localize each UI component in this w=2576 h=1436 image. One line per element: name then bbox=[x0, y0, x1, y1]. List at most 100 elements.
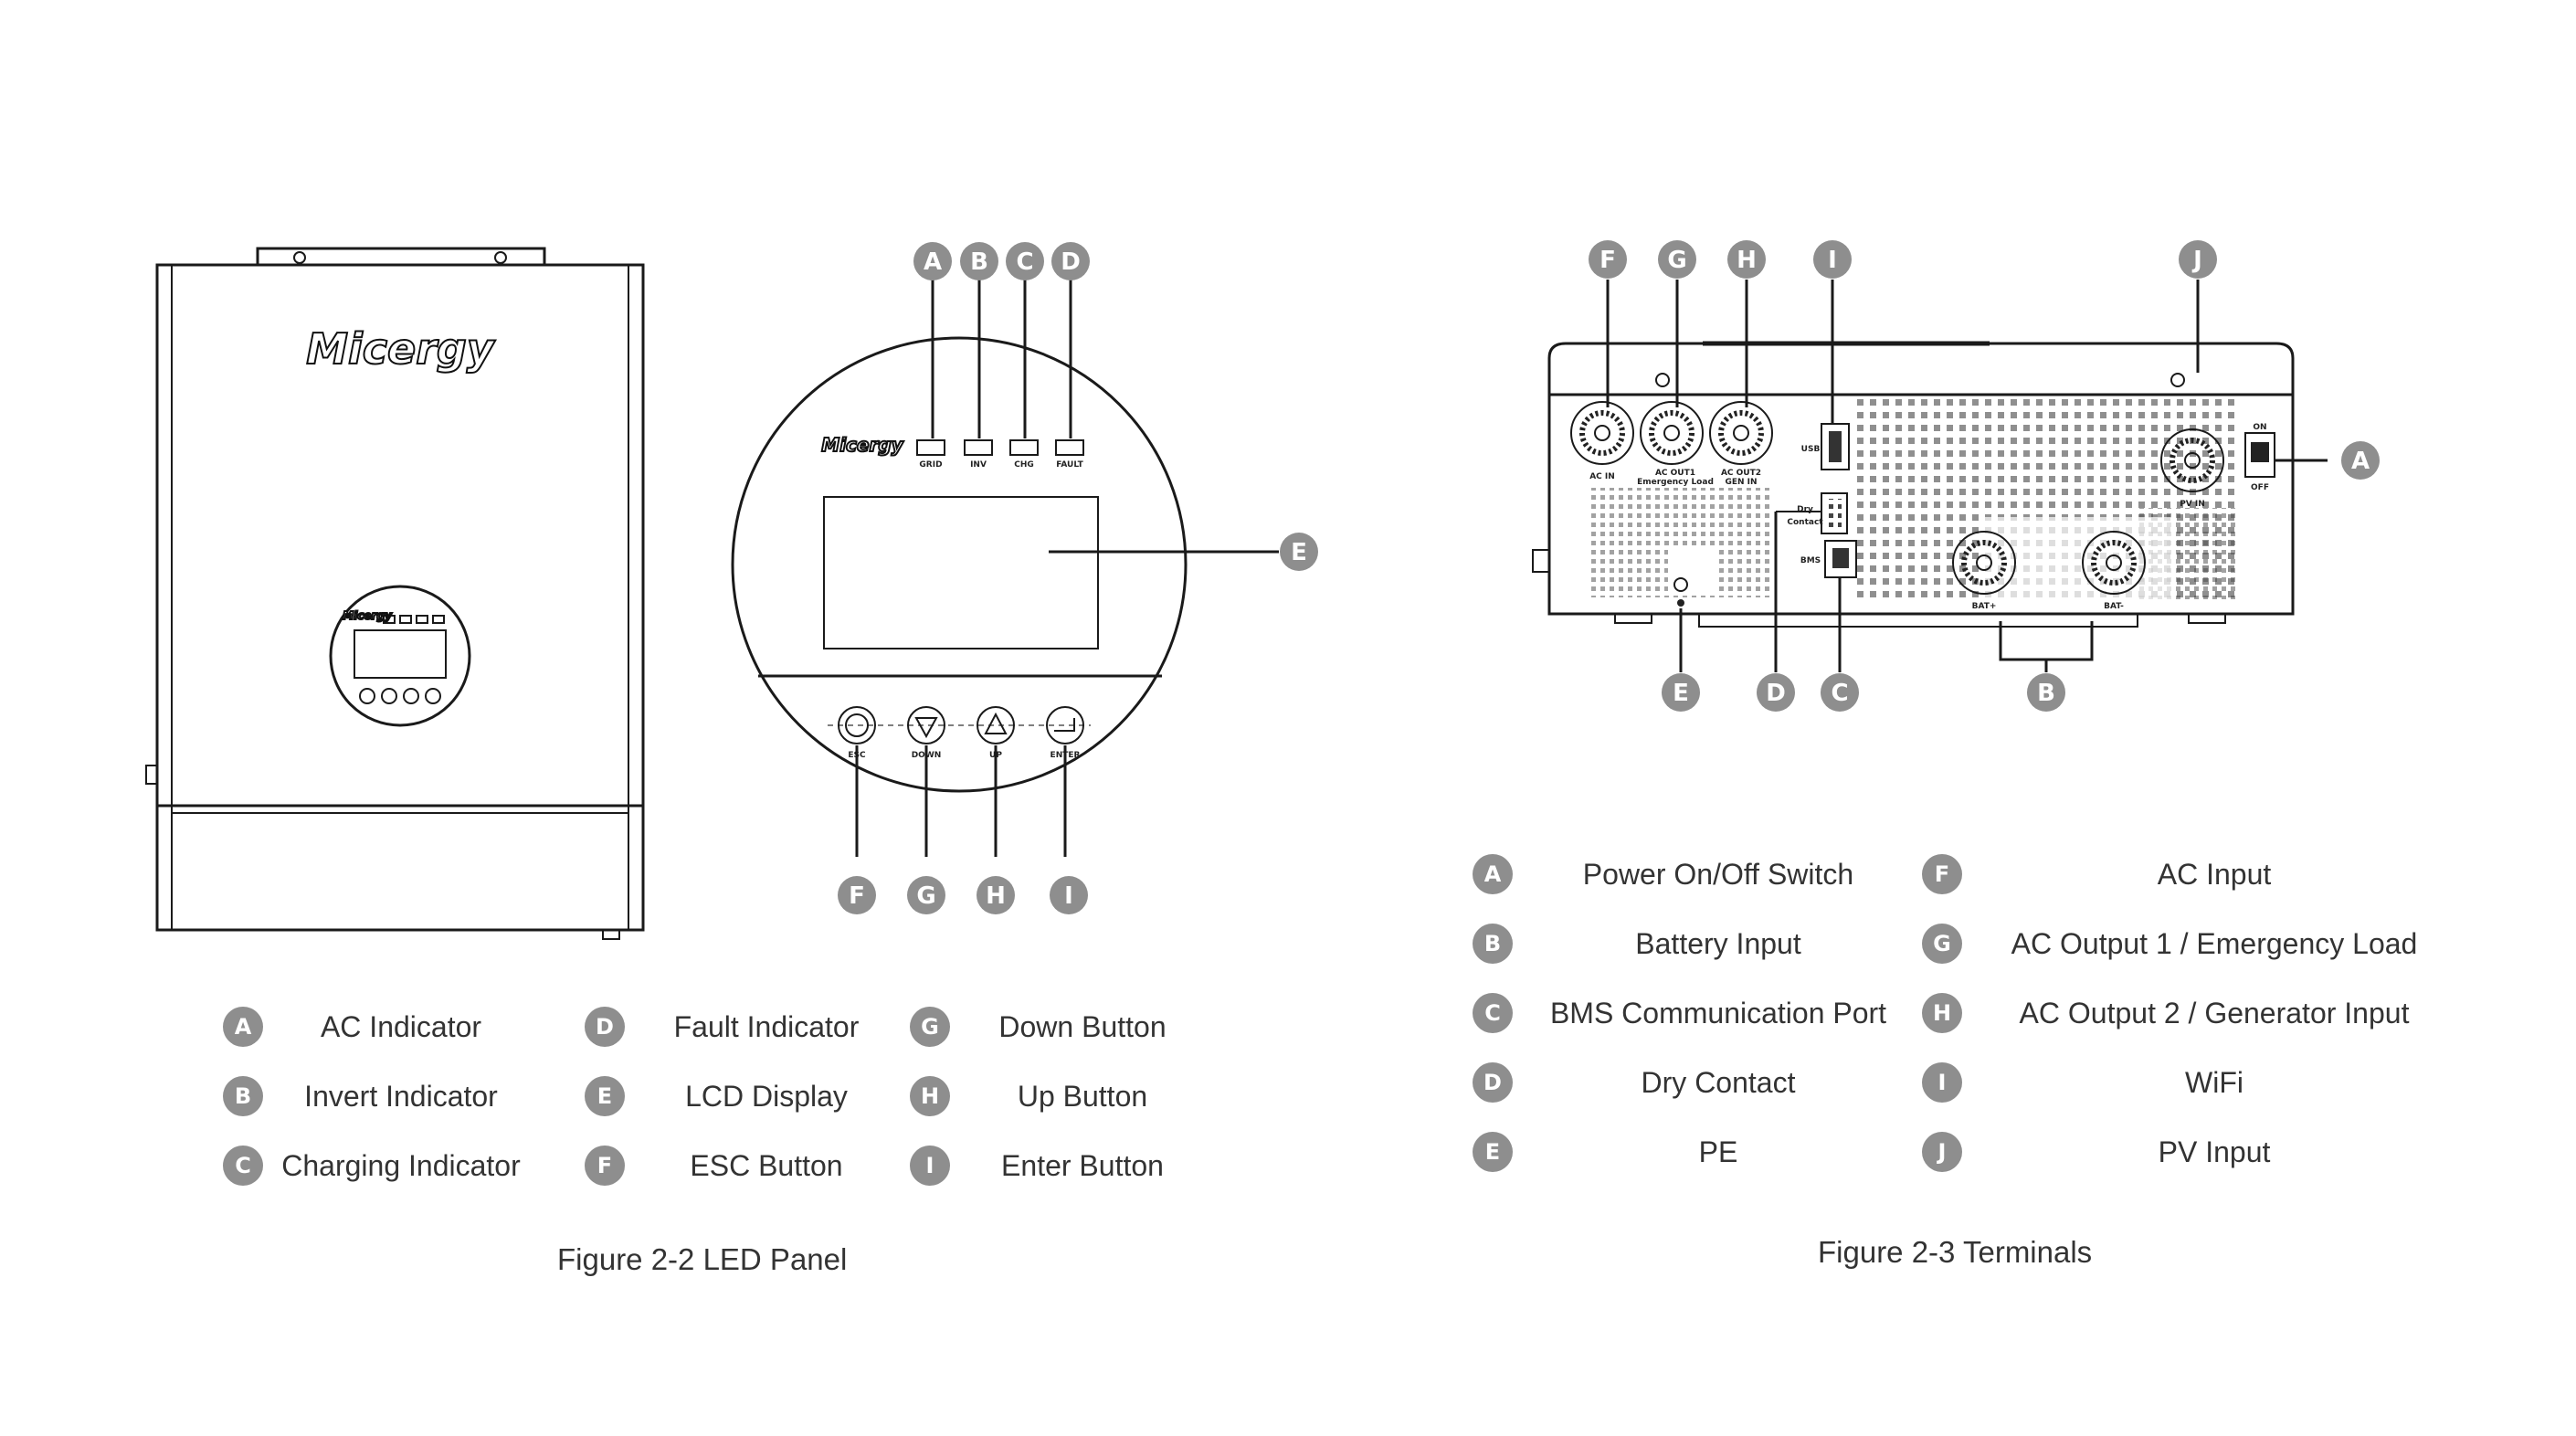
svg-text:GEN IN: GEN IN bbox=[1725, 478, 1757, 487]
callout-c: C bbox=[1821, 673, 1859, 712]
legend-item: E LCD Display bbox=[585, 1076, 908, 1116]
legend-label: BMS Communication Port bbox=[1549, 996, 1887, 1029]
svg-text:F: F bbox=[1599, 247, 1616, 274]
callout-d: D bbox=[1757, 673, 1795, 712]
legend-label: Down Button bbox=[998, 1009, 1167, 1043]
svg-text:H: H bbox=[1737, 247, 1757, 274]
legend-badge: H bbox=[1922, 993, 1962, 1033]
legend-label: Up Button bbox=[1017, 1079, 1148, 1113]
chg-indicator bbox=[1009, 439, 1039, 456]
svg-text:H: H bbox=[986, 882, 1006, 910]
callout-g: G bbox=[907, 876, 945, 914]
legend-badge: A bbox=[1473, 854, 1513, 894]
legend-badge: E bbox=[585, 1076, 625, 1116]
svg-text:OFF: OFF bbox=[2251, 483, 2269, 492]
legend-item: F ESC Button bbox=[585, 1146, 908, 1186]
figure-2-2-caption: Figure 2-2 LED Panel bbox=[557, 1242, 848, 1276]
down-button bbox=[907, 706, 945, 744]
figure-2-3-caption: Figure 2-3 Terminals bbox=[1818, 1235, 2093, 1269]
svg-text:E: E bbox=[1291, 539, 1307, 566]
svg-text:G: G bbox=[916, 882, 935, 910]
svg-text:BMS: BMS bbox=[1800, 556, 1821, 565]
svg-text:Emergency Load: Emergency Load bbox=[1637, 478, 1714, 487]
legend-item: B Invert Indicator bbox=[223, 1076, 539, 1116]
legend-badge: D bbox=[585, 1007, 625, 1047]
inv-label: INV bbox=[970, 460, 987, 470]
callout-e: E bbox=[1280, 533, 1318, 571]
svg-text:PV IN: PV IN bbox=[2180, 500, 2205, 509]
legend-label: PV Input bbox=[2158, 1135, 2271, 1168]
callout-h: H bbox=[1727, 240, 1766, 279]
legend-badge: C bbox=[223, 1146, 263, 1186]
legend-badge: A bbox=[223, 1007, 263, 1047]
svg-text:ON: ON bbox=[2253, 423, 2266, 432]
svg-text:F: F bbox=[849, 882, 865, 910]
legend-item: H Up Button bbox=[910, 1076, 1215, 1116]
legend-item: E PE bbox=[1473, 1132, 1924, 1172]
legend-label: Charging Indicator bbox=[281, 1148, 521, 1182]
legend-label: WiFi bbox=[2185, 1065, 2243, 1099]
inv-indicator bbox=[964, 439, 993, 456]
front-brand-logo: Micergy bbox=[306, 324, 496, 374]
legend-badge: H bbox=[910, 1076, 950, 1116]
legend-item: I Enter Button bbox=[910, 1146, 1215, 1186]
lcd-display bbox=[823, 496, 1099, 649]
legend-badge: E bbox=[1473, 1132, 1513, 1172]
bat-pos-terminal bbox=[1952, 531, 2016, 595]
legend-label: Battery Input bbox=[1635, 926, 1801, 960]
callout-f: F bbox=[838, 876, 876, 914]
legend-item: A Power On/Off Switch bbox=[1473, 854, 1924, 894]
legend-item: B Battery Input bbox=[1473, 924, 1924, 964]
legend-item: A AC Indicator bbox=[223, 1007, 539, 1047]
svg-text:B: B bbox=[970, 248, 988, 276]
svg-text:I: I bbox=[1064, 882, 1073, 910]
enter-button bbox=[1046, 706, 1084, 744]
legend-item: F AC Input bbox=[1922, 854, 2466, 894]
svg-text:D: D bbox=[1061, 248, 1081, 276]
legend-badge: C bbox=[1473, 993, 1513, 1033]
legend-badge: I bbox=[910, 1146, 950, 1186]
callout-a: A bbox=[913, 242, 952, 280]
callout-f: F bbox=[1589, 240, 1627, 279]
svg-text:AC OUT1: AC OUT1 bbox=[1655, 469, 1695, 478]
svg-text:BAT-: BAT- bbox=[2104, 602, 2124, 611]
svg-text:I: I bbox=[1828, 247, 1837, 274]
callout-d: D bbox=[1051, 242, 1090, 280]
panel-brand-logo: Micergy bbox=[821, 434, 903, 456]
legend-badge: B bbox=[223, 1076, 263, 1116]
legend-label: Invert Indicator bbox=[304, 1079, 498, 1113]
callout-e: E bbox=[1662, 673, 1700, 712]
inverter-front-view: Micergy Micergy bbox=[145, 247, 645, 940]
legend-badge: G bbox=[910, 1007, 950, 1047]
legend-item: C Charging Indicator bbox=[223, 1146, 539, 1186]
svg-text:G: G bbox=[1667, 247, 1686, 274]
callout-c: C bbox=[1006, 242, 1044, 280]
svg-text:AC OUT2: AC OUT2 bbox=[1721, 469, 1761, 478]
callout-a: A bbox=[2341, 441, 2380, 480]
svg-text:A: A bbox=[2351, 448, 2370, 475]
esc-button bbox=[838, 706, 876, 744]
legend-badge: F bbox=[585, 1146, 625, 1186]
chg-label: CHG bbox=[1014, 460, 1034, 470]
svg-text:J: J bbox=[2191, 247, 2202, 274]
pe-screw bbox=[1673, 577, 1688, 592]
svg-text:E: E bbox=[1673, 680, 1689, 707]
svg-text:BAT+: BAT+ bbox=[1972, 602, 1997, 611]
legend-label: LCD Display bbox=[685, 1079, 848, 1113]
grid-indicator bbox=[916, 439, 945, 456]
ac-out2-terminal bbox=[1709, 401, 1773, 465]
dry-contact-port bbox=[1821, 492, 1848, 534]
legend-label: AC Output 2 / Generator Input bbox=[2019, 996, 2410, 1029]
ac-in-terminal bbox=[1570, 401, 1634, 465]
pv-in-terminal bbox=[2160, 428, 2224, 492]
bat-neg-terminal bbox=[2082, 531, 2146, 595]
svg-text:AC IN: AC IN bbox=[1589, 472, 1615, 481]
legend-item: D Fault Indicator bbox=[585, 1007, 908, 1047]
legend-badge: J bbox=[1922, 1132, 1962, 1172]
legend-label: Dry Contact bbox=[1641, 1065, 1796, 1099]
inverter-terminal-view: AC IN AC OUT1 Emergency Load AC OUT2 GEN… bbox=[1532, 240, 2380, 712]
ac-out1-terminal bbox=[1640, 401, 1704, 465]
legend-label: Fault Indicator bbox=[673, 1009, 860, 1043]
legend-item: H AC Output 2 / Generator Input bbox=[1922, 993, 2466, 1033]
